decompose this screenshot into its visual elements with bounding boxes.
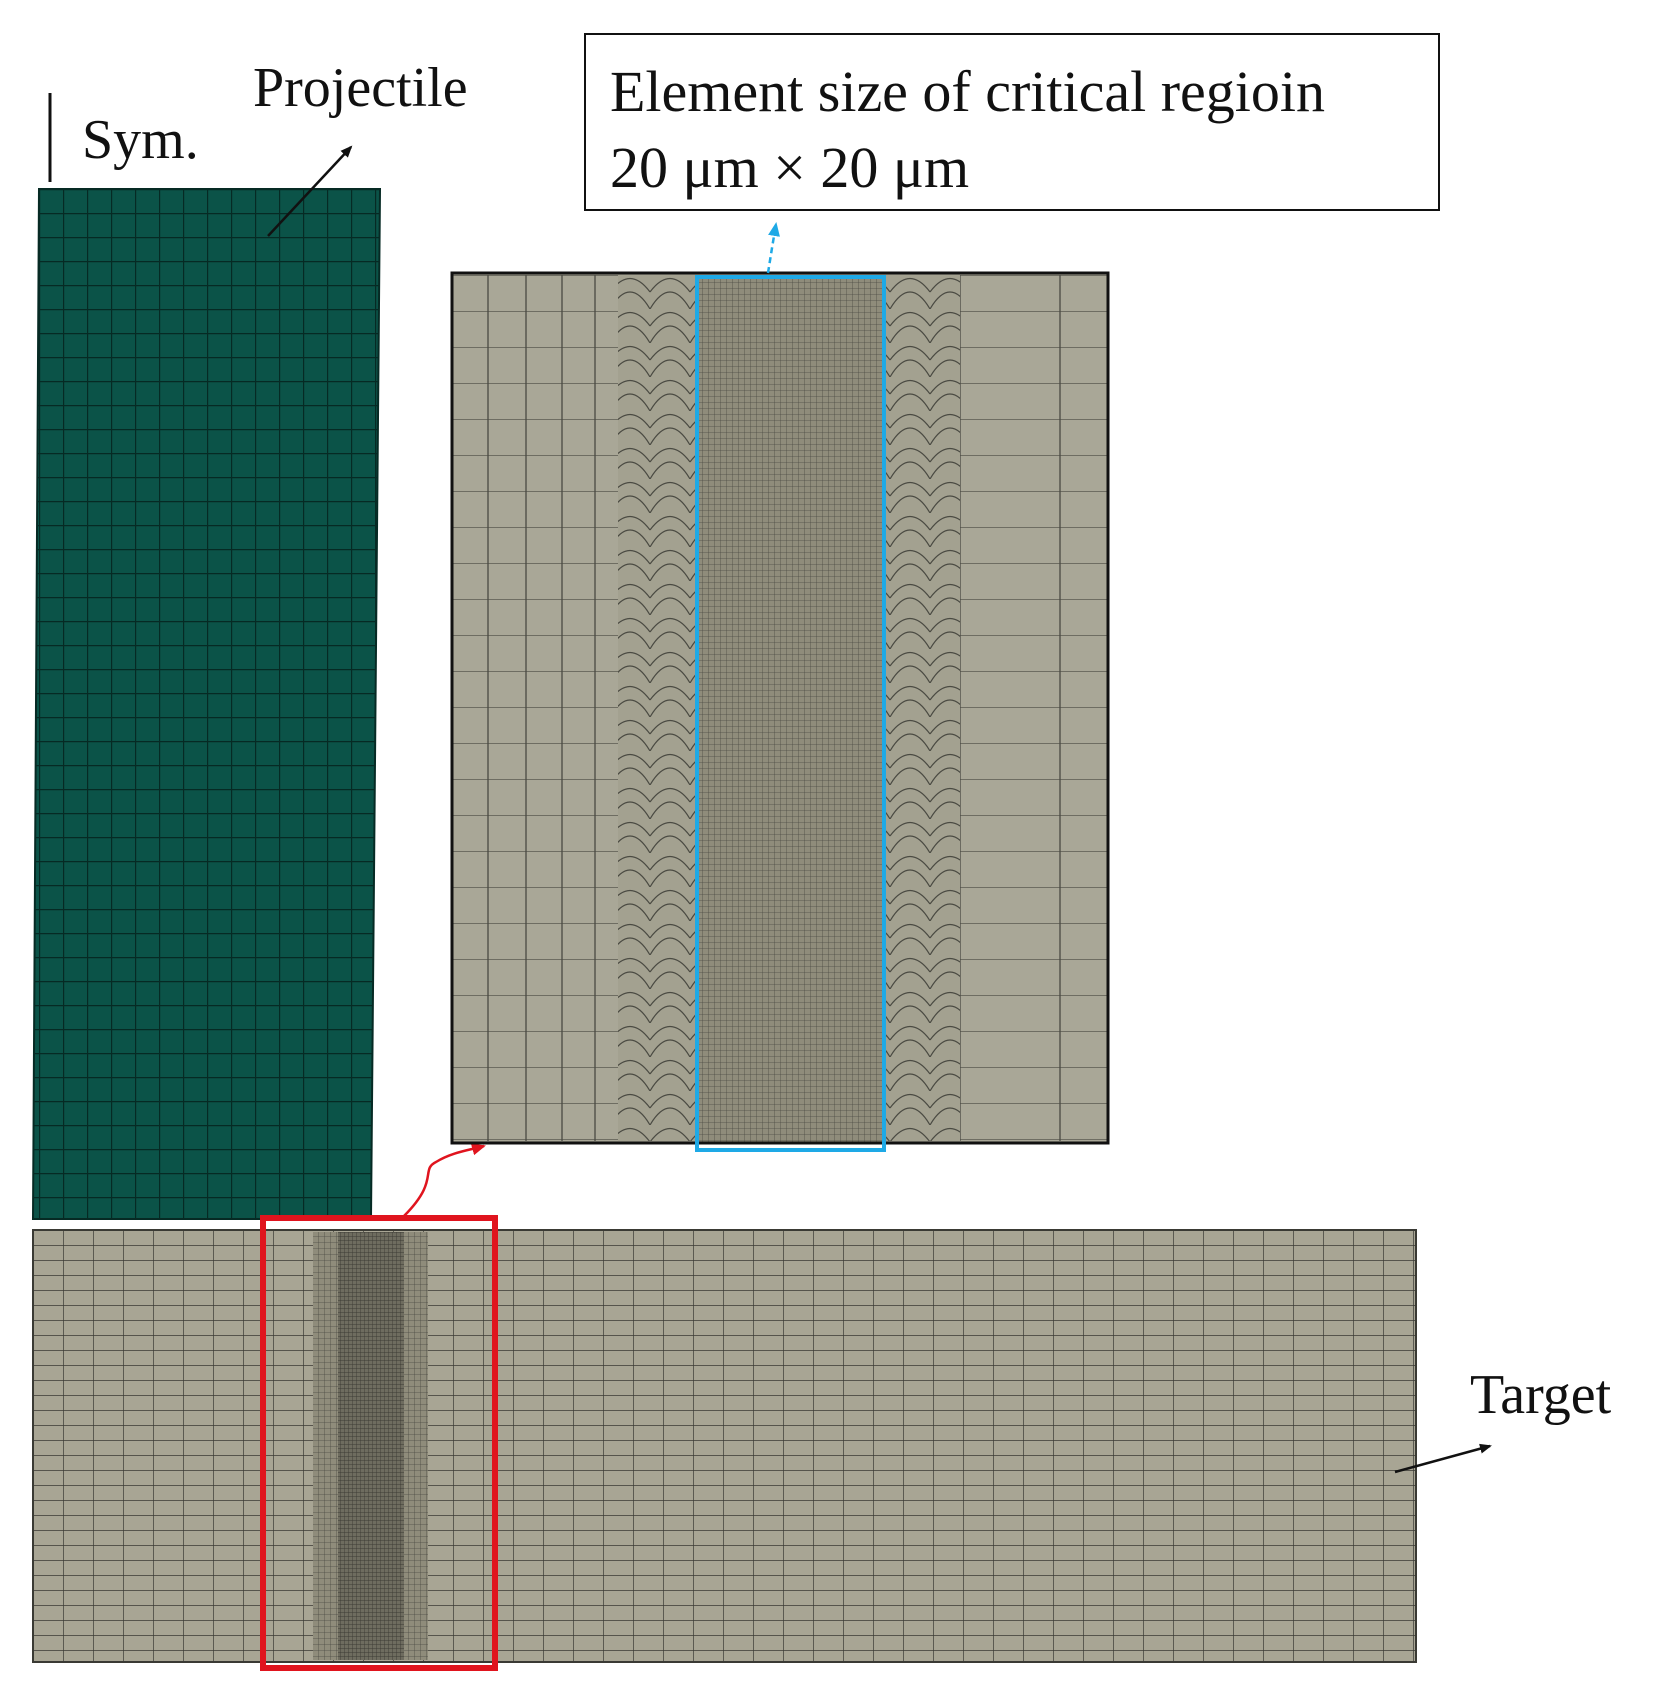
callout-title: Element size of critical regioin: [610, 59, 1326, 124]
target-label: Target: [1470, 1364, 1612, 1426]
critical-region-highlight-red: [260, 1215, 498, 1671]
projectile-label: Projectile: [253, 57, 468, 119]
critical-region-highlight-blue: [695, 275, 886, 1152]
element-size-callout: Element size of critical regioin 20 μm ×…: [584, 33, 1440, 211]
projectile-mesh: [31, 188, 382, 1220]
target-mesh: [32, 1229, 1417, 1663]
enlarged-detail-view: [450, 271, 1110, 1145]
symmetry-label: Sym.: [82, 109, 199, 171]
zoom-arrow-icon: [403, 1143, 486, 1217]
callout-arrow-icon: [766, 222, 780, 274]
target-dense-core: [338, 1232, 404, 1660]
callout-size-value: 20 μm × 20 μm: [610, 135, 970, 200]
target-leader-arrow: [1394, 1443, 1492, 1474]
projectile-leader-arrow: [267, 145, 353, 237]
